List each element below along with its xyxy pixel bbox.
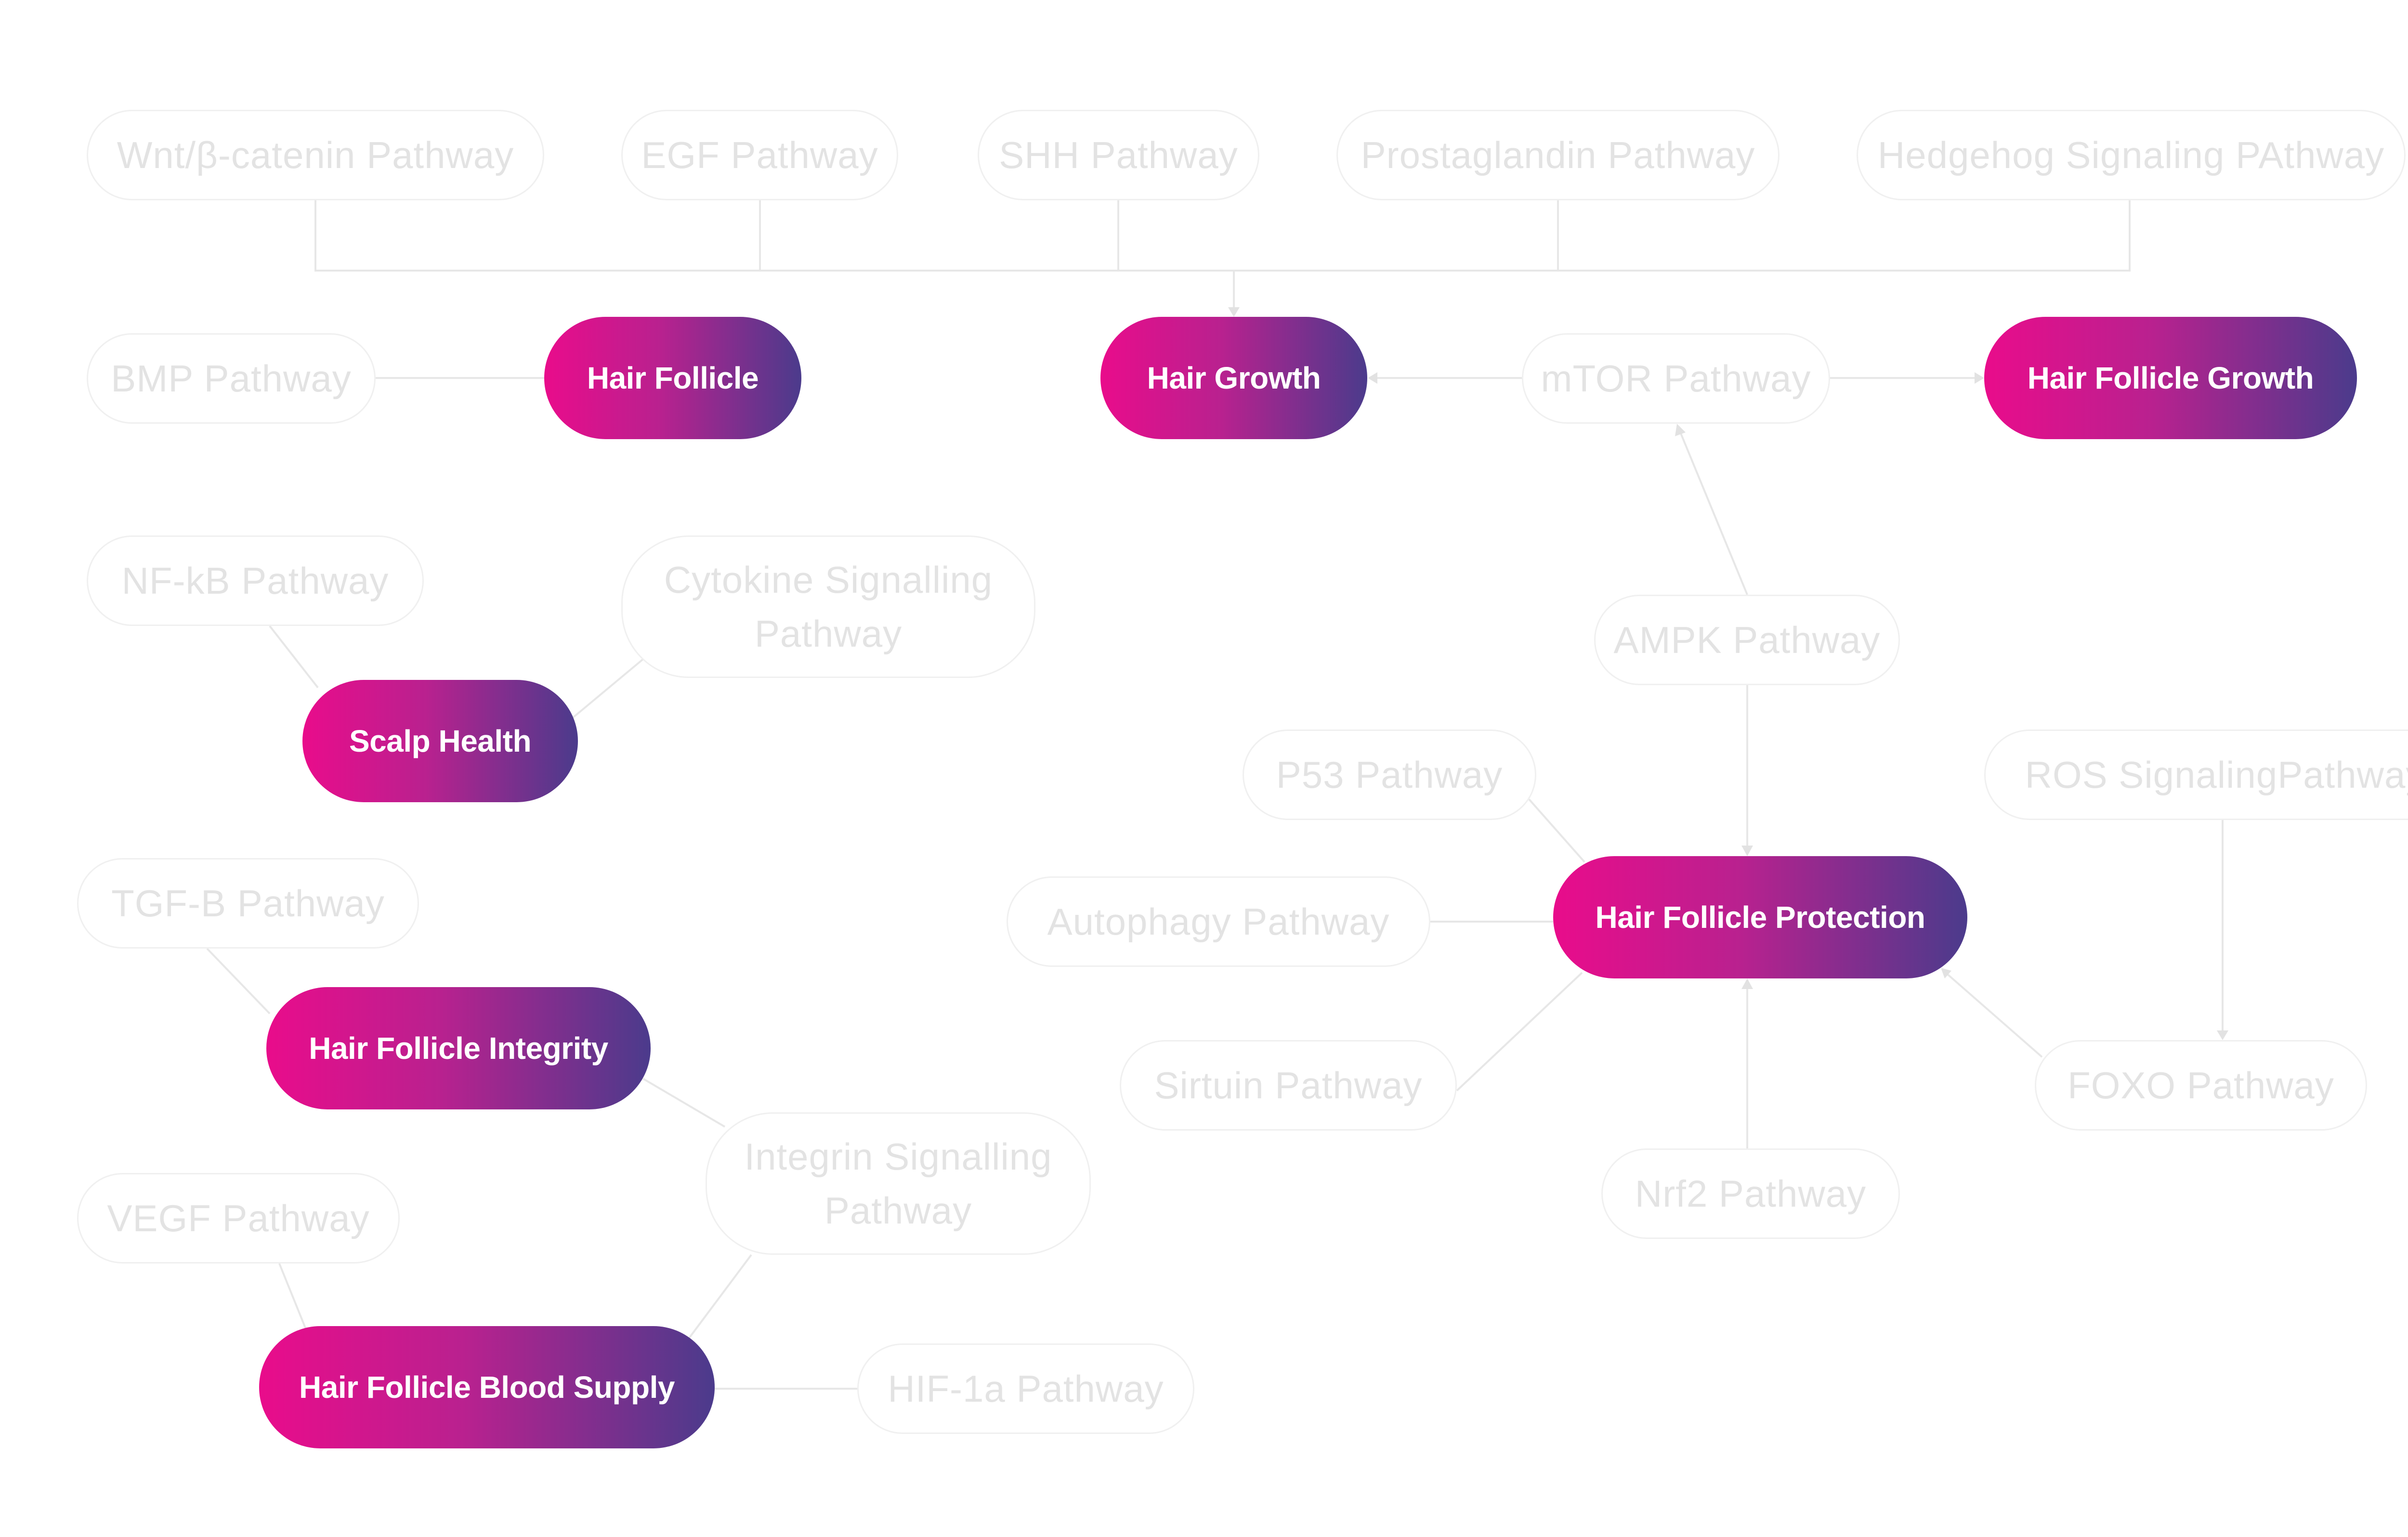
arrowhead bbox=[1368, 372, 1377, 384]
hair-follicle-blood-supply-node: Hair Follicle Blood Supply bbox=[259, 1326, 715, 1448]
cytokine-pathway-label: Cytokine Signalling Pathway bbox=[664, 559, 993, 655]
hair-follicle-integrity-node: Hair Follicle Integrity bbox=[266, 987, 651, 1109]
egf-pathway-node: EGF Pathway bbox=[621, 110, 898, 200]
nrf2-pathway-node: Nrf2 Pathway bbox=[1601, 1148, 1900, 1239]
autophagy-pathway-label: Autophagy Pathway bbox=[1047, 900, 1390, 943]
shh-pathway-node: SHH Pathway bbox=[978, 110, 1259, 200]
hedgehog-pathway-label: Hedgehog Signaling PAthway bbox=[1877, 134, 2385, 176]
connector-sirtuin-protection bbox=[1456, 972, 1583, 1092]
hif-pathway-label: HIF-1a Pathway bbox=[888, 1368, 1164, 1410]
ros-pathway-node: ROS SignalingPathway bbox=[1984, 729, 2408, 820]
cytokine-pathway-node: Cytokine Signalling Pathway bbox=[621, 535, 1035, 678]
sirtuin-pathway-node: Sirtuin Pathway bbox=[1120, 1040, 1457, 1131]
hair-follicle-label: Hair Follicle bbox=[587, 361, 759, 395]
connector-integrin-blood-supply bbox=[688, 1254, 752, 1340]
connector-tgfb-integrity bbox=[206, 948, 271, 1015]
ampk-pathway-node: AMPK Pathway bbox=[1594, 595, 1900, 685]
connector-cytokine-scalp-health bbox=[572, 656, 646, 718]
scalp-health-label: Scalp Health bbox=[349, 724, 532, 758]
mtor-pathway-label: mTOR Pathway bbox=[1541, 357, 1811, 400]
arrowhead bbox=[1228, 307, 1240, 317]
connector-vegf-blood-supply bbox=[278, 1263, 307, 1329]
hair-follicle-growth-label: Hair Follicle Growth bbox=[2027, 361, 2314, 395]
hif-pathway-node: HIF-1a Pathway bbox=[857, 1343, 1194, 1434]
wnt-pathway-node: Wnt/β-catenin Pathway bbox=[87, 110, 544, 200]
arrowhead bbox=[1975, 372, 1984, 384]
ampk-pathway-label: AMPK Pathway bbox=[1613, 619, 1881, 661]
hair-follicle-node: Hair Follicle bbox=[544, 317, 801, 439]
arrowhead bbox=[1741, 846, 1753, 856]
foxo-pathway-label: FOXO Pathway bbox=[2068, 1064, 2334, 1107]
bmp-pathway-node: BMP Pathway bbox=[87, 333, 376, 424]
mtor-pathway-node: mTOR Pathway bbox=[1522, 333, 1830, 424]
p53-pathway-label: P53 Pathway bbox=[1276, 754, 1503, 796]
bmp-pathway-label: BMP Pathway bbox=[111, 357, 352, 400]
tgfb-pathway-label: TGF-B Pathway bbox=[111, 882, 385, 925]
tgfb-pathway-node: TGF-B Pathway bbox=[77, 858, 419, 949]
nrf2-pathway-label: Nrf2 Pathway bbox=[1635, 1172, 1867, 1215]
prostaglandin-pathway-label: Prostaglandin Pathway bbox=[1361, 134, 1755, 176]
wnt-pathway-label: Wnt/β-catenin Pathway bbox=[117, 134, 514, 176]
vegf-pathway-node: VEGF Pathway bbox=[77, 1173, 400, 1263]
prostaglandin-pathway-node: Prostaglandin Pathway bbox=[1336, 110, 1780, 200]
arrowhead bbox=[2217, 1030, 2228, 1040]
arrowhead bbox=[1941, 968, 1951, 978]
sirtuin-pathway-label: Sirtuin Pathway bbox=[1154, 1064, 1423, 1107]
hair-follicle-blood-supply-label: Hair Follicle Blood Supply bbox=[299, 1370, 675, 1405]
shh-pathway-label: SHH Pathway bbox=[999, 134, 1238, 176]
arrowhead bbox=[1675, 424, 1686, 436]
autophagy-pathway-node: Autophagy Pathway bbox=[1007, 876, 1430, 967]
connector-integrin-integrity bbox=[642, 1078, 726, 1128]
p53-pathway-node: P53 Pathway bbox=[1243, 729, 1536, 820]
hair-follicle-growth-node: Hair Follicle Growth bbox=[1984, 317, 2357, 439]
hedgehog-pathway-node: Hedgehog Signaling PAthway bbox=[1857, 110, 2406, 200]
connector-wnt-bracket bbox=[314, 200, 2131, 272]
scalp-health-node: Scalp Health bbox=[302, 680, 578, 802]
ros-pathway-label: ROS SignalingPathway bbox=[2025, 754, 2408, 796]
nfkb-pathway-label: NF-kB Pathway bbox=[121, 560, 389, 602]
connector-foxo-protection bbox=[1945, 972, 2043, 1058]
connector-p53-protection bbox=[1528, 798, 1585, 863]
integrin-pathway-node: Integrin Signalling Pathway bbox=[706, 1112, 1091, 1255]
vegf-pathway-label: VEGF Pathway bbox=[107, 1197, 370, 1239]
foxo-pathway-node: FOXO Pathway bbox=[2035, 1040, 2367, 1131]
egf-pathway-label: EGF Pathway bbox=[641, 134, 878, 176]
arrowhead bbox=[1741, 978, 1753, 989]
connector-nfkb-scalp-health bbox=[269, 625, 319, 689]
hair-follicle-integrity-label: Hair Follicle Integrity bbox=[309, 1031, 608, 1066]
hair-growth-label: Hair Growth bbox=[1147, 361, 1321, 395]
hair-follicle-protection-node: Hair Follicle Protection bbox=[1553, 856, 1967, 978]
nfkb-pathway-node: NF-kB Pathway bbox=[87, 535, 424, 626]
connector-ampk-mtor bbox=[1680, 433, 1748, 595]
hair-growth-node: Hair Growth bbox=[1100, 317, 1367, 439]
integrin-pathway-label: Integrin Signalling Pathway bbox=[744, 1135, 1052, 1232]
hair-follicle-protection-label: Hair Follicle Protection bbox=[1595, 900, 1925, 935]
